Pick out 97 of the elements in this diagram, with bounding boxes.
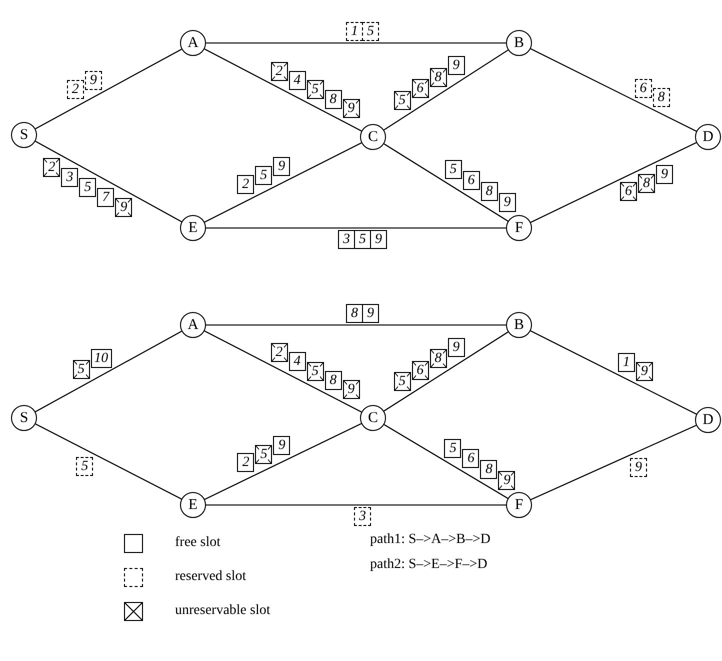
node-circle: E [180,215,206,241]
reserved-slot: 9 [84,70,102,90]
link-line [530,330,697,415]
link-line [204,330,362,413]
link-line [530,48,697,132]
free-slot: 9 [448,56,465,76]
link-line [204,423,362,500]
free-slot: 7 [97,188,114,207]
free-slot: 5 [444,438,462,458]
free-slot: 9 [448,338,465,357]
link-line [206,504,506,506]
node-circle: F [506,215,532,241]
free-slot: 8 [324,90,342,109]
unreservable-slot: 5 [394,90,411,110]
unreservable-slot: 9 [115,198,132,216]
node-circle: B [506,312,532,338]
unreservable-slot: 6 [620,182,637,202]
link-line [384,143,508,222]
node-circle: D [695,407,721,433]
unreservable-slot: 5 [394,372,411,392]
link-line [530,424,696,500]
free-slot: 6 [462,171,480,190]
reserved-slot: 3 [354,507,372,526]
node-circle: A [180,30,206,56]
free-slot: 4 [288,352,306,372]
free-slot: 8 [480,182,498,202]
reserved-slot: 2 [66,80,84,100]
reserved-slot: 5 [362,22,380,41]
free-slot: 4 [288,70,306,90]
free-slot: 8 [346,304,364,323]
link-line [206,227,506,229]
free-slot: 5 [354,230,372,249]
node-circle: S [11,122,37,148]
unreservable-slot: 5 [306,80,324,100]
path-note: path1: S–>A–>B–>D [370,532,491,548]
link-line [35,48,182,130]
free-slot: 10 [90,348,112,368]
node-circle: A [180,312,206,338]
reserved-slot: 8 [652,88,670,107]
node-circle: C [360,124,386,150]
unreservable-slot: 6 [412,360,429,380]
free-slot: 9 [273,436,290,455]
link-line [35,423,182,500]
free-slot: 3 [61,168,78,187]
unreservable-slot: 9 [636,362,653,381]
node-circle: D [695,124,721,150]
link-line [384,332,508,412]
free-slot: 5 [79,178,96,197]
free-slot: 9 [498,193,516,212]
link-line [384,424,508,499]
link-line [206,42,506,44]
unreservable-slot: 2 [43,158,60,177]
node-circle: F [506,492,532,518]
free-slot: 3 [338,230,356,249]
unreservable-slot: 5 [306,362,324,381]
unreservable-slot: 8 [430,68,447,87]
unreservable-slot: 8 [430,349,447,368]
free-slot: 9 [656,165,673,184]
reserved-slot: 1 [346,22,364,41]
free-slot: 5 [444,160,462,179]
reserved-slot: 5 [76,456,94,476]
node-circle: C [360,405,386,431]
free-slot: 2 [237,453,254,472]
link-line [35,140,182,222]
unreservable-slot: 9 [498,470,516,490]
node-circle: S [11,405,37,431]
free-slot: 8 [324,370,342,390]
free-slot: 6 [462,449,480,468]
path-note: path2: S–>E–>F–>D [370,557,488,573]
free-slot: 9 [370,230,388,249]
legend-text: free slot [175,535,220,551]
free-slot: 9 [273,156,290,176]
legend-text: reserved slot [175,569,246,585]
free-slot: 1 [618,352,635,372]
unreservable-slot: 9 [342,380,360,400]
unreservable-slot: 5 [255,444,272,464]
link-line [204,142,362,223]
unreservable-slot: 2 [270,62,288,81]
unreservable-slot: 2 [270,343,288,362]
reserved-slot: 9 [630,458,648,478]
legend-text: unreservable slot [175,603,270,619]
node-circle: B [506,30,532,56]
link-line [384,50,508,130]
unreservable-slot: 9 [342,99,360,118]
free-slot: 8 [480,460,498,480]
free-slot: 2 [237,175,254,194]
link-line [530,142,697,223]
unreservable-slot: 8 [638,174,655,193]
unreservable-slot: 5 [72,360,90,379]
link-line [204,48,362,132]
free-slot: 5 [255,166,272,185]
reserved-slot: 6 [634,78,652,98]
free-slot: 9 [362,304,380,323]
link-line [206,324,506,326]
node-circle: E [180,492,206,518]
link-line [35,330,182,412]
unreservable-slot: 6 [412,79,429,98]
